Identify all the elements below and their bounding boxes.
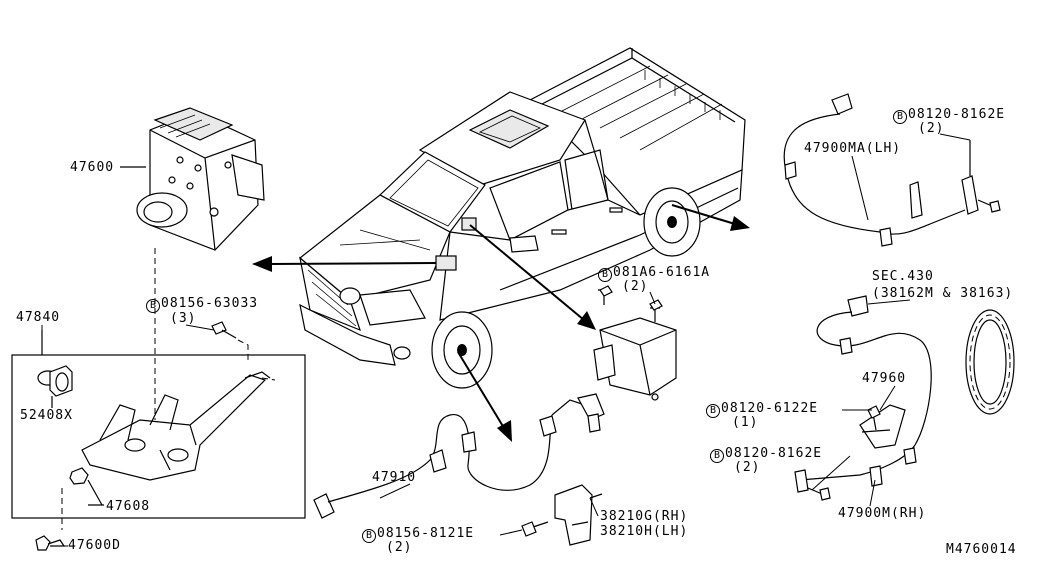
bolt-b-icon: B [146, 299, 160, 313]
bolt-47600d [35, 535, 65, 551]
part-label-47600: 47600 [70, 160, 115, 175]
bolt-b-icon: B [362, 529, 376, 543]
abs-actuator-unit [120, 107, 265, 420]
bolt-qty-b4: (1) [732, 415, 759, 430]
rear-lh-sensor-harness [783, 93, 1001, 247]
diagram-id: M4760014 [946, 542, 1017, 557]
part-label-47960: 47960 [862, 371, 907, 386]
bolt-screw-icon [211, 321, 249, 362]
bolt-b-icon: B [893, 110, 907, 124]
grommet-52408x [37, 365, 73, 408]
part-label-47840: 47840 [16, 310, 61, 325]
location-arrows [252, 204, 750, 442]
rear-rh-sensor-harness [794, 295, 932, 501]
bolt-qty-b3: (2) [918, 121, 945, 136]
bolt-b-icon: B [710, 449, 724, 463]
bolt-qty-b1: (3) [170, 311, 197, 326]
part-label-47900m: 47900M(RH) [838, 506, 927, 521]
part-label-38210g: 38210G(RH) [600, 509, 689, 524]
part-label-47600d: 47600D [68, 538, 121, 553]
part-label-47900ma: 47900MA(LH) [804, 141, 902, 156]
yaw-rate-sensor [593, 285, 677, 401]
part-label-52408x: 52408X [20, 408, 73, 423]
front-sensor-harness [313, 393, 605, 546]
abs-bracket [81, 371, 276, 481]
bolt-qty-b5: (2) [734, 460, 761, 475]
bracket-assembly-frame [11, 354, 306, 519]
part-label-38210h: 38210H(LH) [600, 524, 689, 539]
part-label-47608: 47608 [106, 499, 151, 514]
part-label-sec430: SEC.430 [872, 269, 934, 284]
bolt-b-icon: B [598, 268, 612, 282]
part-label-47910: 47910 [372, 470, 417, 485]
pickup-truck-illustration [299, 47, 746, 389]
bolt-qty-b6: (2) [386, 540, 413, 555]
part-label-sec430-sub: (38162M & 38163) [872, 286, 1014, 301]
bolt-b-icon: B [706, 404, 720, 418]
bolt-qty-b2: (2) [622, 279, 649, 294]
sensor-rotor-ring [965, 309, 1015, 415]
